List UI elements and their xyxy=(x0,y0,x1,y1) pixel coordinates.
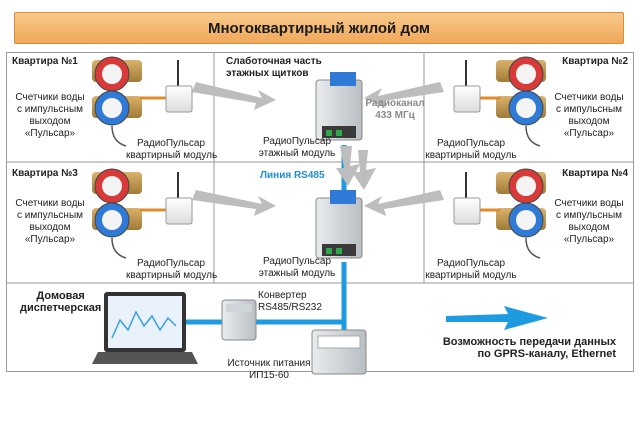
meter-group-flat3 xyxy=(92,168,170,259)
flat-module-2 xyxy=(453,60,481,113)
rs485-line-label: Линия RS485 xyxy=(260,170,325,181)
power-supply-device xyxy=(311,329,367,375)
flat1-title: Квартира №1 xyxy=(12,56,78,67)
radio-arrow-flat3 xyxy=(192,190,276,216)
radio-arrow-flat2 xyxy=(364,82,444,108)
flat-module-3 xyxy=(165,172,193,225)
converter-device xyxy=(221,299,257,341)
meter-group-flat4 xyxy=(470,168,546,259)
diagram-title: Многоквартирный жилой дом xyxy=(14,12,624,44)
flat4-title: Квартира №4 xyxy=(562,168,628,179)
flat-module-1 xyxy=(165,60,193,113)
radio-arrow-flat1 xyxy=(192,82,276,110)
laptop-icon xyxy=(92,292,198,364)
gprs-arrow-icon xyxy=(446,306,548,330)
radio-arrow-flat4 xyxy=(364,190,444,216)
meter-group-flat1 xyxy=(92,56,170,147)
flat-module-4 xyxy=(453,172,481,225)
radio-arrow-down1 xyxy=(336,146,360,186)
flat3-title: Квартира №3 xyxy=(12,168,78,179)
radio-arrows xyxy=(192,82,444,216)
radio-arrow-down2 xyxy=(352,150,376,190)
floor-module-1 xyxy=(315,72,363,141)
floor-module-2 xyxy=(315,190,363,259)
meter-group-flat2 xyxy=(470,56,546,147)
flat2-title: Квартира №2 xyxy=(562,56,628,67)
